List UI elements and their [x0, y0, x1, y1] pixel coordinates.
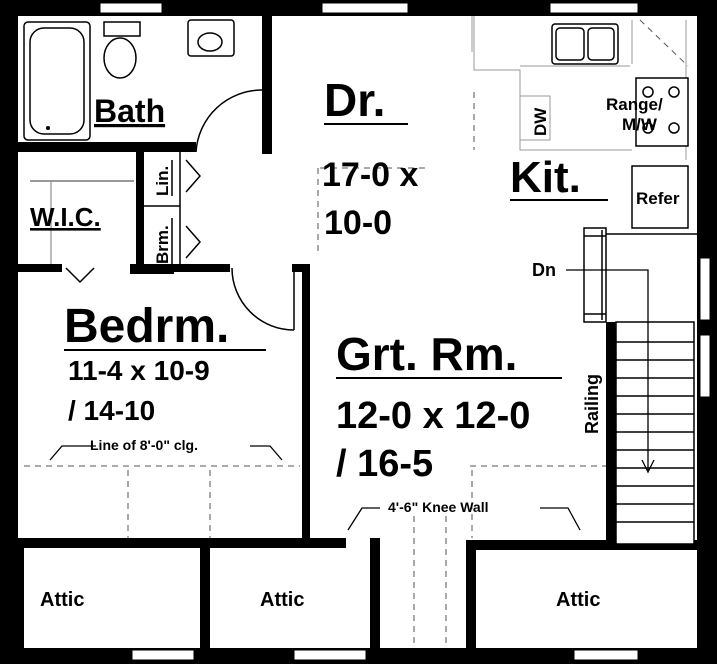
label-mw: M/W: [622, 115, 658, 134]
label-bedroom-dim2: / 14-10: [68, 395, 155, 426]
label-kitchen: Kit.: [510, 153, 581, 202]
stairs: [566, 269, 695, 545]
label-bedroom-dim1: 11-4 x 10-9: [68, 355, 210, 386]
label-great-room-dim2: / 16-5: [336, 443, 433, 485]
label-dining-dim1: 17-0 x: [322, 156, 418, 194]
label-great-room-dim1: 12-0 x 12-0: [336, 395, 530, 437]
label-dining: Dr.: [324, 74, 385, 126]
ceiling-lines: [24, 92, 606, 648]
label-refer: Refer: [636, 189, 680, 208]
label-attic-mid: Attic: [260, 589, 304, 611]
label-broom: Brm.: [153, 225, 172, 264]
interior-walls: [14, 14, 708, 650]
label-knee-wall-note: 4'-6" Knee Wall: [388, 499, 488, 515]
label-stair-dn: Dn: [532, 260, 556, 280]
label-range: Range/: [606, 95, 663, 114]
label-attic-right: Attic: [556, 589, 600, 611]
label-wic: W.I.C.: [30, 202, 101, 232]
label-ceiling-note: Line of 8'-0" clg.: [90, 437, 198, 453]
label-attic-left: Attic: [40, 589, 84, 611]
label-dw: DW: [531, 107, 550, 136]
bath-fixtures: [23, 19, 263, 153]
label-great-room: Grt. Rm.: [336, 328, 517, 380]
closet-doors: [30, 152, 295, 331]
label-linen: Lin.: [153, 166, 172, 196]
label-railing: Railing: [582, 374, 602, 434]
kitchen-fixtures: [471, 16, 700, 323]
label-bedroom: Bedrm.: [64, 300, 229, 353]
label-bath: Bath: [94, 93, 165, 129]
room-labels: Bath Dr. 17-0 x 10-0 DW Range/ M/W Kit. …: [30, 74, 680, 611]
label-dining-dim2: 10-0: [324, 204, 392, 242]
